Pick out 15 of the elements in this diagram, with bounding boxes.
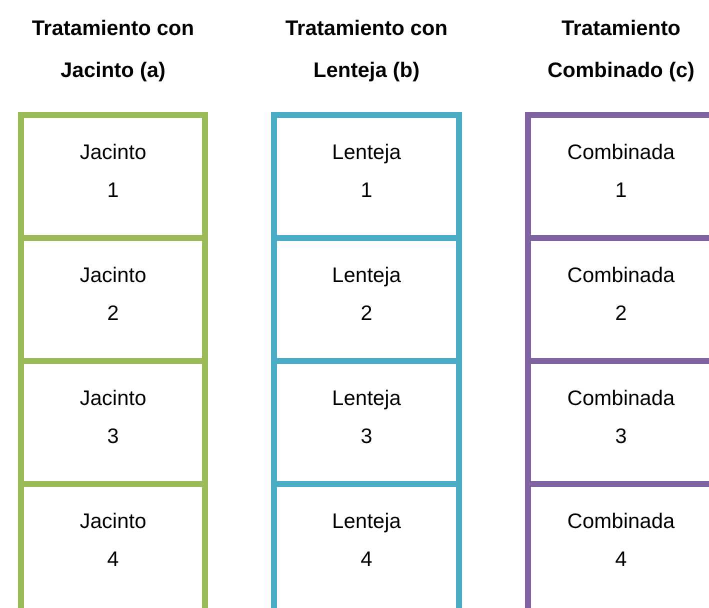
- cell-text: Combinada 1: [567, 140, 675, 204]
- cell-text: Combinada 4: [567, 509, 675, 573]
- cell-text: Lenteja 2: [332, 263, 401, 327]
- cell-text: Lenteja 4: [332, 509, 401, 573]
- cell-text: Combinada 3: [567, 386, 675, 450]
- column-heading: Tratamiento Combinado (c): [546, 16, 696, 84]
- cell-text: Jacinto 3: [80, 386, 146, 450]
- cell-text: Jacinto 4: [80, 509, 146, 573]
- cell-text: Lenteja 1: [332, 140, 401, 204]
- cell-text: Lenteja 3: [332, 386, 401, 450]
- cell-text: Combinada 2: [567, 263, 675, 327]
- column-heading: Tratamiento con Lenteja (b): [284, 16, 449, 84]
- column-heading: Tratamiento con Jacinto (a): [30, 16, 196, 84]
- cell-text: Jacinto 2: [80, 263, 146, 327]
- cell-text: Jacinto 1: [80, 140, 146, 204]
